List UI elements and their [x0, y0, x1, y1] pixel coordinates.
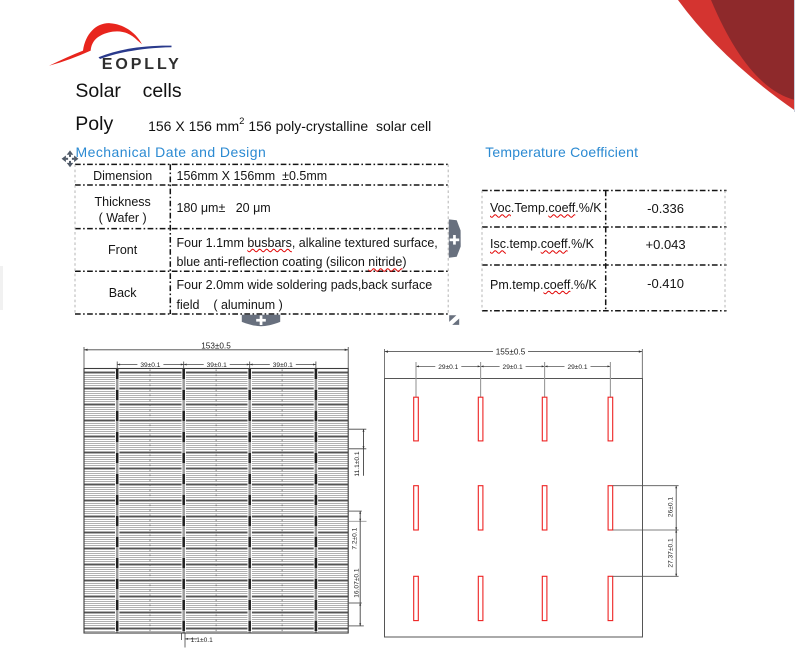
svg-text:155±0.5: 155±0.5: [496, 347, 526, 356]
svg-text:39±0.1: 39±0.1: [273, 362, 293, 369]
svg-text:11.1±0.1: 11.1±0.1: [354, 451, 361, 476]
svg-text:26±0.1: 26±0.1: [667, 497, 674, 517]
svg-text:153±0.5: 153±0.5: [201, 342, 231, 351]
svg-text:39±0.1: 39±0.1: [207, 362, 227, 369]
svg-text:27.37±0.1: 27.37±0.1: [667, 538, 674, 568]
svg-text:39±0.1: 39±0.1: [140, 362, 160, 369]
svg-text:7.2±0.1: 7.2±0.1: [351, 527, 358, 549]
svg-text:1.1±0.1: 1.1±0.1: [191, 637, 213, 644]
svg-text:16.07±0.1: 16.07±0.1: [354, 568, 361, 598]
svg-text:29±0.1: 29±0.1: [438, 364, 458, 371]
svg-text:29±0.1: 29±0.1: [503, 364, 523, 371]
svg-text:29±0.1: 29±0.1: [567, 364, 587, 371]
